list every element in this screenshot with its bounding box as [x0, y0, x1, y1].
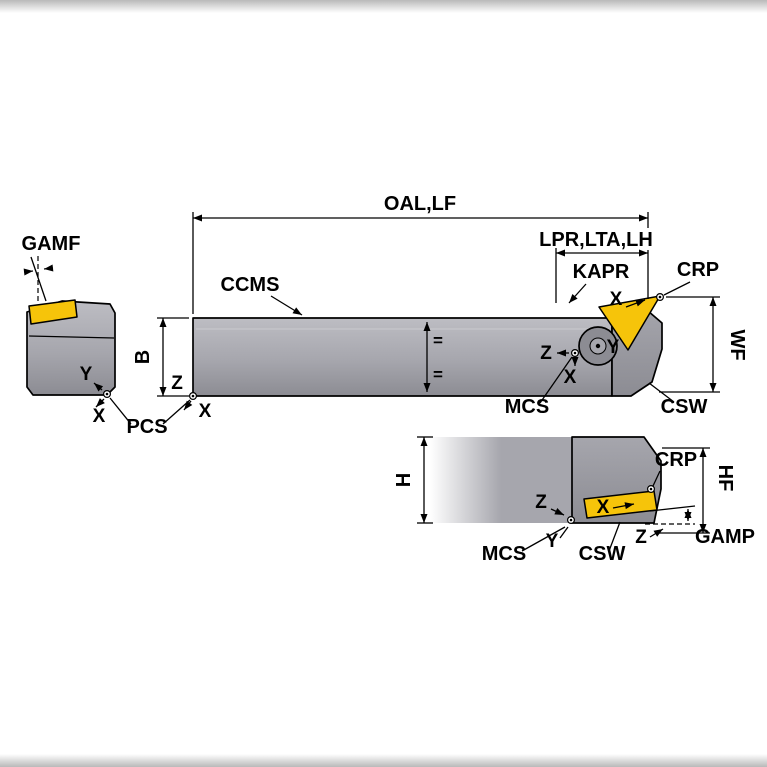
crp-leader-side	[652, 470, 661, 487]
axis-z-label: Z	[171, 373, 183, 394]
side-x-arrow	[612, 502, 635, 510]
insert-end-view	[28, 299, 78, 325]
shank-body	[192, 317, 613, 397]
mcs-leader-side	[521, 526, 566, 552]
pcs-leader-left	[109, 397, 132, 425]
kapr-label: KAPR	[573, 261, 630, 283]
lpr-label: LPR,LTA,LH	[539, 229, 653, 251]
mcs-leader-top	[539, 356, 573, 404]
side-z-arrow	[550, 508, 565, 516]
axis-x-label: X	[610, 289, 623, 310]
insert-top-view	[598, 295, 661, 351]
lpr-dimension: LPR,LTA,LH	[539, 229, 653, 303]
axis-x-insert-side: X	[597, 497, 635, 518]
page-bottom-fade	[0, 754, 767, 767]
kapr-callout: KAPR	[568, 261, 630, 304]
pcs-callout: PCS	[109, 397, 191, 438]
wf-label: WF	[726, 329, 748, 360]
pcs-reference-dot	[105, 392, 109, 396]
equal-mark-lower: =	[433, 365, 443, 384]
crp-label-top: CRP	[677, 259, 719, 281]
crp-reference-dot-side	[649, 487, 653, 491]
axis-y-label: Y	[607, 337, 620, 358]
crp-callout-top: CRP	[655, 259, 719, 302]
mcs-reference-dot-top	[573, 351, 577, 355]
h-dimension: H	[393, 436, 433, 524]
origin-x-arrow	[183, 400, 193, 411]
end-origin-y-arrow	[93, 382, 104, 392]
centerline-dimension: = =	[423, 322, 443, 392]
origin-reference-dot	[191, 394, 195, 398]
end-origin-x-arrow	[95, 398, 105, 408]
mcs-callout-side: Z Y MCS	[482, 492, 575, 565]
mcs-label-top: MCS	[505, 396, 549, 418]
axis-x-label: X	[597, 497, 610, 518]
mcs-callout-top: Z X MCS	[505, 343, 579, 418]
crp-reference-dot-top	[658, 295, 662, 299]
screw-center-dot	[595, 343, 601, 349]
end-view-face-line	[28, 335, 115, 339]
page-top-fade	[0, 0, 767, 13]
axis-z-label: Z	[535, 492, 547, 513]
gamf-face-extension	[30, 256, 47, 302]
gamp-label: GAMP	[695, 526, 755, 548]
gamf-label: GAMF	[22, 233, 81, 255]
csw-label-side: CSW	[579, 543, 626, 565]
axis-x-label: X	[199, 401, 212, 422]
side-reference-dot	[569, 518, 573, 522]
crp-leader-top	[663, 281, 691, 296]
gamf-arrow-right	[43, 264, 54, 272]
hf-dimension: HF	[658, 447, 736, 534]
ccms-callout: CCMS	[221, 274, 303, 316]
oal-dimension: OAL,LF	[192, 193, 649, 314]
shank-origin: Z X	[171, 373, 211, 422]
axis-x-insert-top: X	[610, 289, 646, 310]
side-view	[424, 436, 662, 524]
axis-x-label: X	[93, 406, 106, 427]
csw-leader-top	[648, 382, 675, 403]
mcs-label-side: MCS	[482, 543, 526, 565]
h-label: H	[393, 473, 415, 487]
axis-y-label: Y	[80, 364, 93, 385]
wf-dimension: WF	[659, 296, 748, 393]
gamp-face-extension	[649, 505, 696, 512]
crp-callout-side: CRP	[646, 449, 697, 494]
equal-mark-upper: =	[433, 331, 443, 350]
side-y-leader	[559, 526, 569, 539]
ccms-leader	[270, 295, 303, 316]
gamf-arrow-left	[23, 268, 34, 276]
gamp-z-arrow	[649, 528, 664, 538]
oal-label: OAL,LF	[384, 193, 456, 215]
axis-z-label: Z	[635, 527, 647, 548]
b-dimension: B	[132, 317, 189, 397]
csw-callout-side: CSW	[579, 521, 626, 565]
gamp-callout: Z GAMP	[635, 505, 755, 548]
pcs-leader-right	[162, 399, 191, 425]
end-view: GAMF Y X	[22, 233, 116, 427]
end-view-body	[26, 300, 116, 396]
kapr-leader	[568, 283, 587, 304]
side-shank-body	[430, 437, 572, 523]
csw-callout-top: CSW	[648, 382, 708, 418]
top-view: Y	[192, 295, 663, 397]
csw-label-top: CSW	[661, 396, 708, 418]
axis-z-label: Z	[540, 343, 552, 364]
hf-label: HF	[714, 465, 736, 492]
csw-leader-side	[608, 521, 621, 552]
ccms-label: CCMS	[221, 274, 280, 296]
axis-x-label: X	[564, 367, 577, 388]
b-label: B	[132, 350, 154, 364]
axis-x-arrow	[625, 299, 646, 308]
crp-label-side: CRP	[655, 449, 697, 471]
pcs-label: PCS	[126, 416, 167, 438]
